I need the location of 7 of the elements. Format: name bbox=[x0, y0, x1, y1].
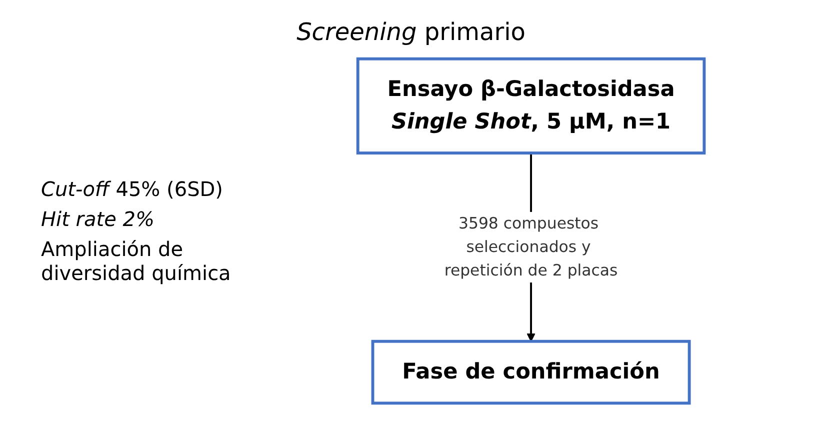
title: Screening primario bbox=[296, 18, 526, 46]
note-text: Cut-off 45% (6SD) bbox=[41, 177, 224, 201]
edge-label: 3598 compuestos seleccionados y repetición de 2 placas bbox=[444, 214, 618, 280]
node-box: Ensayo β-Galactosidasa Single Shot, 5 µM, n=1 bbox=[356, 57, 706, 154]
node-box: Fase de confirmación bbox=[371, 340, 691, 405]
note-text: Ampliación de diversidad química bbox=[41, 237, 232, 285]
note-text: Hit rate 2% bbox=[41, 207, 156, 231]
